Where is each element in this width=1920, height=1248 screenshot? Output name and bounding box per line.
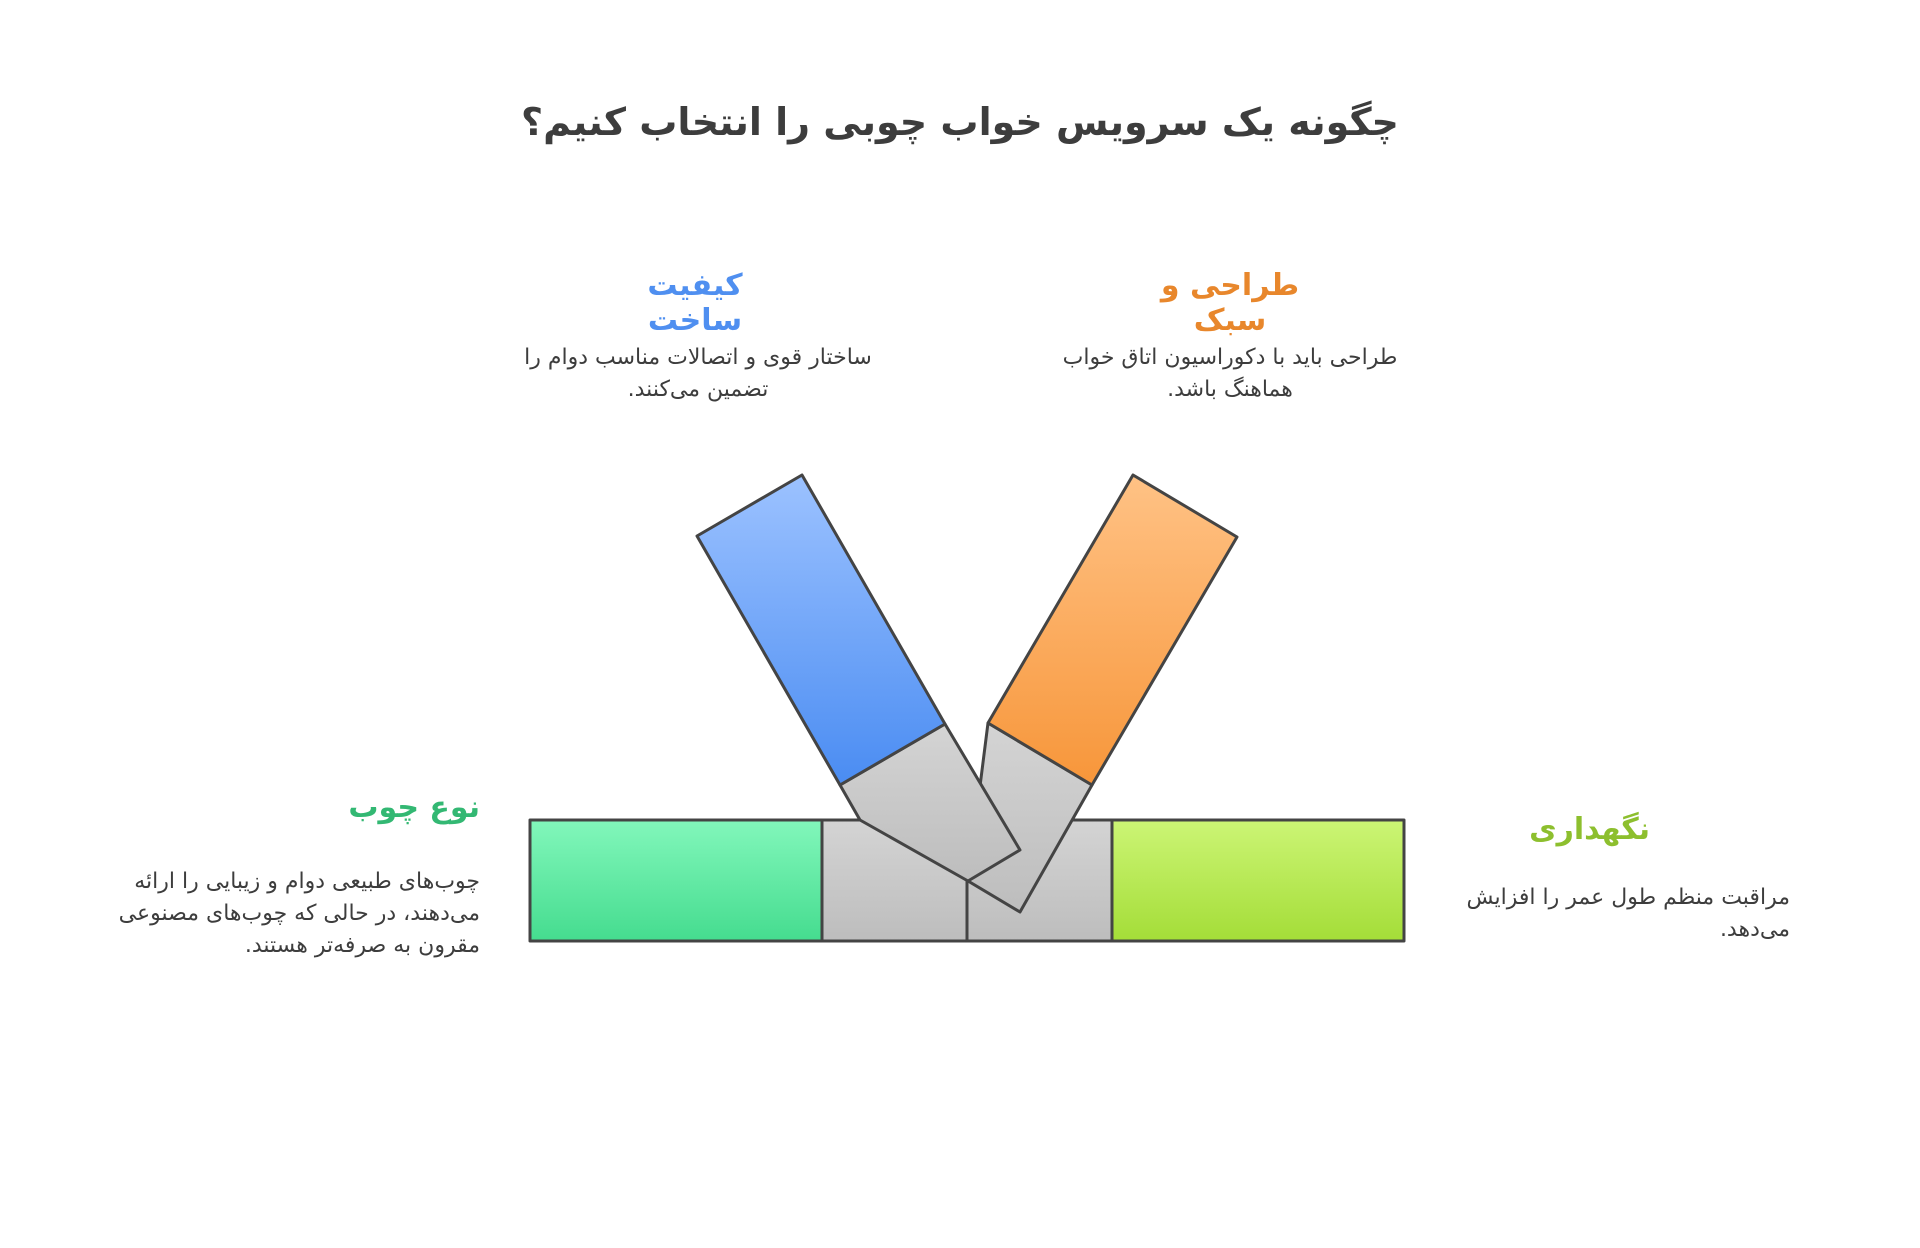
wood-type-heading: نوع چوب bbox=[348, 790, 480, 825]
build-quality-heading: کیفیت ساخت bbox=[647, 268, 743, 338]
build-quality-bar bbox=[695, 473, 947, 787]
wood-type-description: چوب‌های طبیعی دوام و زیبایی را ارائه می‌… bbox=[118, 869, 480, 958]
page-title: چگونه یک سرویس خواب چوبی را انتخاب کنیم؟ bbox=[521, 100, 1399, 144]
maintenance-description: مراقبت منظم طول عمر را افزایش می‌دهد. bbox=[1466, 885, 1790, 942]
design-style-bar bbox=[986, 473, 1239, 787]
build-quality-description: ساختار قوی و اتصالات مناسب دوام را تضمین… bbox=[524, 345, 872, 402]
design-style-heading: طراحی و سبک bbox=[1160, 268, 1300, 338]
maintenance-bar bbox=[1110, 818, 1406, 943]
design-style-description: طراحی باید با دکوراسیون اتاق خواب هماهنگ… bbox=[1062, 345, 1398, 402]
maintenance-heading: نگهداری bbox=[1529, 812, 1650, 847]
wood-type-bar bbox=[528, 818, 824, 943]
